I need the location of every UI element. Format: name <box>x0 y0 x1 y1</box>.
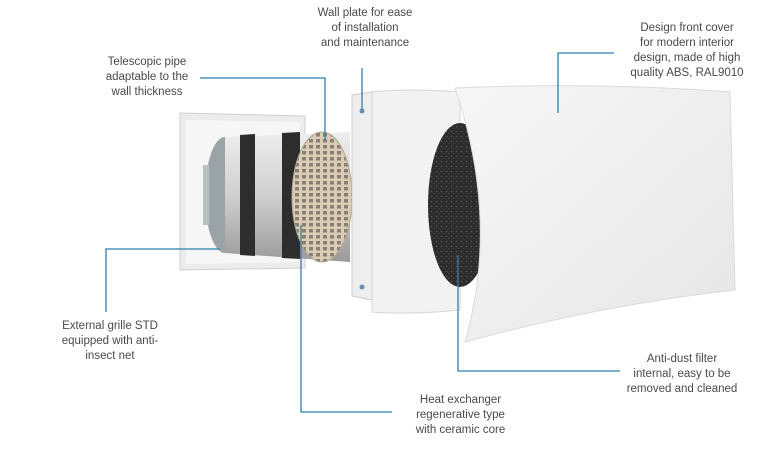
front-cover <box>454 85 736 343</box>
telescopic-pipe <box>225 131 353 263</box>
callout-external-grille: External grille STD equipped with anti- … <box>61 320 159 362</box>
callout-wall-plate: Wall plate for ease of installation and … <box>317 7 413 49</box>
line-heat-exchanger <box>300 225 392 413</box>
internal-body <box>371 89 492 314</box>
callout-filter: Anti-dust filter internal, easy to be re… <box>626 353 738 395</box>
callout-front-cover: Design front cover for modern interior d… <box>630 22 744 79</box>
callout-telescopic-pipe: Telescopic pipe adaptable to the wall th… <box>105 56 189 98</box>
line-front-cover <box>557 52 614 113</box>
line-external-grille <box>105 248 220 312</box>
callout-lines <box>105 52 620 413</box>
line-filter <box>457 255 620 372</box>
wall-plate <box>351 91 373 301</box>
line-telescopic-pipe <box>200 77 326 140</box>
callout-heat-exchanger: Heat exchanger regenerative type with ce… <box>415 394 506 436</box>
